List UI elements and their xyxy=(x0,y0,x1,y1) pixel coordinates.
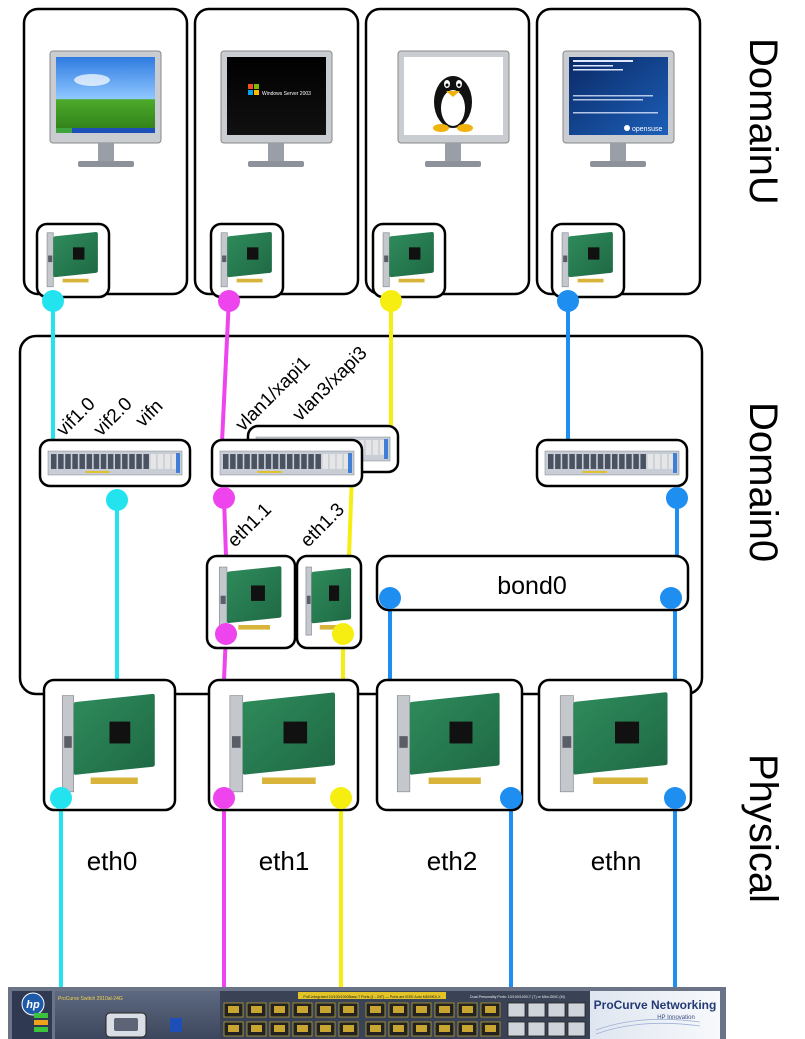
connector-dots xyxy=(42,290,688,809)
dot-bridge-vif xyxy=(106,489,128,511)
vm-nic-1 xyxy=(35,222,111,299)
windows-server-monitor: Windows Server 2003 xyxy=(220,50,333,167)
dot-eth2 xyxy=(500,787,522,809)
layer-label-physical: Physical xyxy=(741,754,785,903)
layer-label-domainu: DomainU xyxy=(741,38,785,205)
vm-nic-2 xyxy=(209,222,285,299)
phys-nic-eth2 xyxy=(375,678,524,812)
sub-nic-eth1-3 xyxy=(295,554,363,650)
dot-ethn xyxy=(664,787,686,809)
dot-eth1-1 xyxy=(215,623,237,645)
windows-server-screen-text: Windows Server 2003 xyxy=(262,91,311,97)
hp-logo-icon xyxy=(21,992,45,1016)
bond0-label: bond0 xyxy=(497,572,567,600)
phys-nic-label-eth2: eth2 xyxy=(427,846,478,876)
wire-yellow-bridge xyxy=(347,472,354,558)
opensuse-screen-text: opensuse xyxy=(632,126,662,133)
dot-vm4 xyxy=(557,290,579,312)
phys-nic-eth1 xyxy=(207,678,360,812)
dot-bond-right xyxy=(660,587,682,609)
phys-nic-eth0 xyxy=(42,678,177,812)
switch-model: ProCurve Switch 2910al-24G xyxy=(58,996,123,1002)
phys-nic-label-ethn: ethn xyxy=(591,846,642,876)
phys-nic-ethn xyxy=(537,678,693,812)
dot-vm2 xyxy=(218,290,240,312)
tux-icon xyxy=(433,76,473,132)
dot-vm1 xyxy=(42,290,64,312)
dot-vm3 xyxy=(380,290,402,312)
procurve-switch: hp ProCurve Switch 2910al-24G PoE-Integr… xyxy=(8,987,726,1039)
switch-brand: ProCurve Networking xyxy=(594,998,717,1012)
bridge-vlan1 xyxy=(210,438,364,488)
dot-bridge-ethn xyxy=(666,487,688,509)
dot-eth1-3 xyxy=(332,623,354,645)
switch-header-text: PoE-Integrated 10/100/1000Base-T Ports (… xyxy=(303,995,441,999)
phys-nic-label-eth1: eth1 xyxy=(259,846,310,876)
dot-eth0 xyxy=(50,787,72,809)
vm-nic-4 xyxy=(550,222,626,299)
wire-magenta-vif xyxy=(220,296,231,444)
dot-eth1-a xyxy=(213,787,235,809)
hp-logo-text: hp xyxy=(26,999,40,1011)
bridge-ethn xyxy=(535,438,689,488)
wires xyxy=(51,296,679,992)
phys-nic-label-eth0: eth0 xyxy=(87,846,138,876)
dot-bond-left xyxy=(379,587,401,609)
bridges xyxy=(38,424,689,488)
dot-bridge-vlan1 xyxy=(213,487,235,509)
layer-label-domain0: Domain0 xyxy=(741,402,785,562)
bridge-vif xyxy=(38,438,192,488)
switch-tagline: HP Innovation xyxy=(657,1015,695,1021)
switch-dual-text: Dual-Personality Ports: 10/100/1000-T (T… xyxy=(470,995,565,999)
vm-nic-3 xyxy=(371,222,447,299)
opensuse-monitor: opensuse xyxy=(562,50,675,167)
linux-tux-monitor xyxy=(397,50,510,167)
windows-xp-monitor xyxy=(49,50,162,167)
dot-eth1-b xyxy=(330,787,352,809)
bond0-box: bond0 xyxy=(375,554,690,612)
